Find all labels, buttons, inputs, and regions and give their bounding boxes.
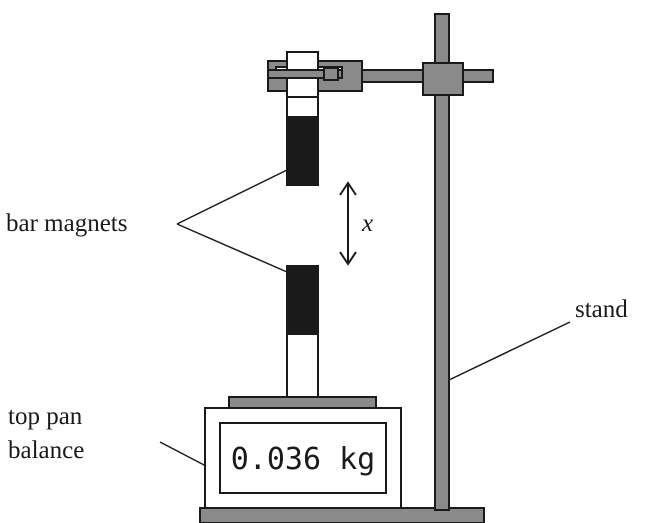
upper-magnet-white bbox=[286, 96, 319, 118]
balance-display bbox=[219, 422, 387, 494]
bar-magnets-leader-upper bbox=[176, 169, 288, 225]
stand-arm bbox=[349, 69, 494, 83]
bar-magnets-label: bar magnets bbox=[6, 210, 127, 237]
lower-magnet-dark bbox=[286, 265, 319, 335]
upper-magnet-dark bbox=[286, 116, 319, 186]
lower-magnet-white bbox=[286, 333, 319, 399]
separation-arrow-head-up bbox=[339, 181, 357, 196]
stand-label: stand bbox=[575, 296, 628, 323]
balance-label-line2: balance bbox=[8, 437, 84, 464]
separation-label: x bbox=[361, 210, 373, 237]
stand-leader bbox=[448, 321, 571, 381]
balance-leader bbox=[159, 441, 207, 467]
clamp-screw bbox=[323, 67, 339, 81]
bar-magnets-leader-lower bbox=[176, 223, 288, 273]
stand-rod bbox=[434, 13, 450, 511]
clamp-front-bar bbox=[267, 69, 343, 79]
boss-clamp bbox=[422, 62, 464, 96]
separation-arrow-head-down bbox=[339, 251, 357, 266]
balance-label-line1: top pan bbox=[8, 403, 83, 430]
balance-reading: 0.036 kg bbox=[231, 442, 376, 477]
